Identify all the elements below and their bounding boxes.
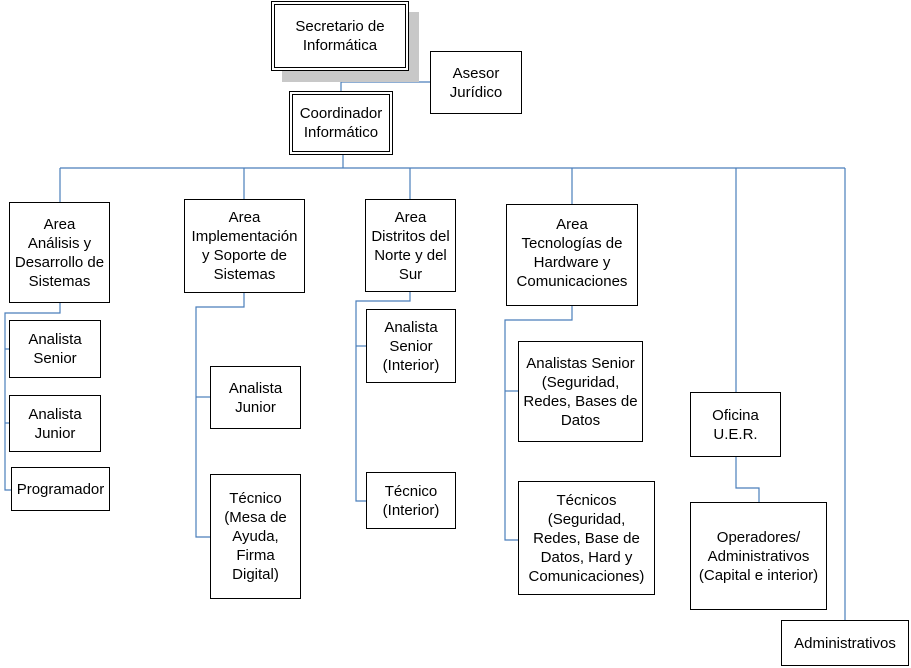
asesor-box: Asesor Jurídico: [430, 51, 522, 114]
oficina-uer-box: Oficina U.E.R.: [690, 392, 781, 457]
area-implementacion-box: Area Implementación y Soporte de Sistema…: [184, 199, 305, 293]
programador-box: Programador: [11, 467, 110, 511]
tecnologias-bus-line: [504, 306, 573, 541]
area-analisis-box: Area Análisis y Desarrollo de Sistemas: [9, 202, 110, 303]
analistas-senior-seg-box: Analistas Senior (Seguridad, Redes, Base…: [518, 341, 643, 442]
tecnico-mesa-box: Técnico (Mesa de Ayuda, Firma Digital): [210, 474, 301, 599]
tecnico-interior-box: Técnico (Interior): [366, 472, 456, 529]
secretario-box: Secretario de Informática: [271, 1, 409, 71]
distritos-bus-line: [355, 292, 411, 502]
analisis-bus-line: [4, 303, 61, 491]
analista-junior-1-box: Analista Junior: [9, 395, 101, 452]
coordinador-box: Coordinador Informático: [289, 91, 393, 155]
area-tecnologias-box: Area Tecnologías de Hardware y Comunicac…: [506, 204, 638, 306]
implementacion-bus-line: [195, 293, 245, 538]
area-distritos-box: Area Distritos del Norte y del Sur: [365, 199, 456, 292]
oficina-to-operadores-line: [735, 457, 760, 502]
analista-junior-2-box: Analista Junior: [210, 366, 301, 429]
analista-senior-1-box: Analista Senior: [9, 320, 101, 378]
administrativos-box: Administrativos: [781, 620, 909, 666]
operadores-box: Operadores/ Administrativos (Capital e i…: [690, 502, 827, 610]
analista-senior-interior-box: Analista Senior (Interior): [366, 309, 456, 383]
tecnicos-seg-box: Técnicos (Seguridad, Redes, Base de Dato…: [518, 481, 655, 595]
